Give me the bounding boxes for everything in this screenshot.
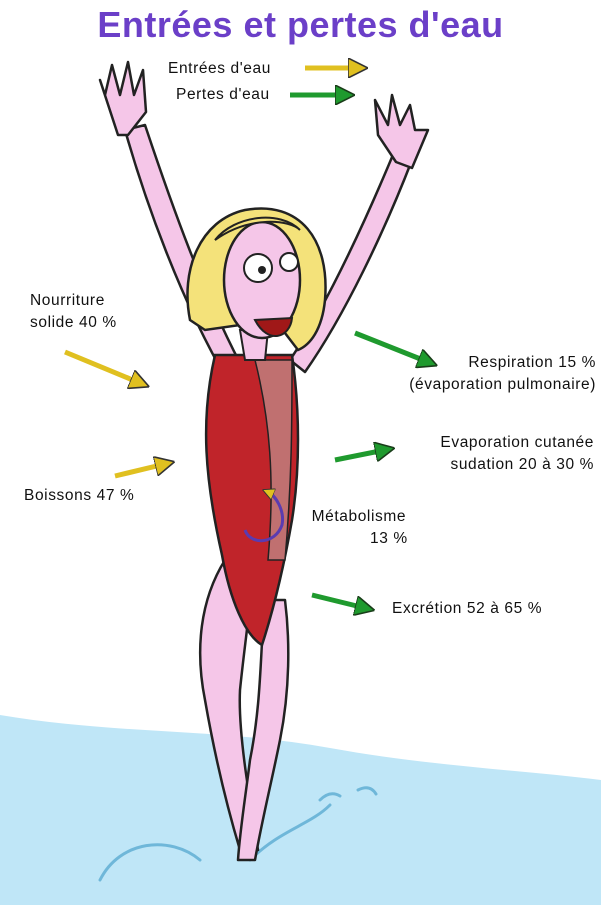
legend-input-label: Entrées d'eau (168, 58, 271, 80)
excretion-label: Excrétion 52 à 65 % (392, 598, 542, 620)
metabolism-label: Métabolisme 13 % (310, 506, 408, 550)
legend-loss-label: Pertes d'eau (176, 84, 270, 106)
excretion-arrow (312, 595, 365, 608)
drinks-arrow (115, 464, 165, 476)
skin-evaporation-label: Evaporation cutanée sudation 20 à 30 % (376, 432, 594, 476)
respiration-label: Respiration 15 % (évaporation pulmonaire… (372, 352, 596, 396)
food-arrow (65, 352, 140, 383)
drinks-label: Boissons 47 % (24, 485, 134, 507)
food-label: Nourriture solide 40 % (30, 290, 117, 334)
water (0, 715, 601, 905)
